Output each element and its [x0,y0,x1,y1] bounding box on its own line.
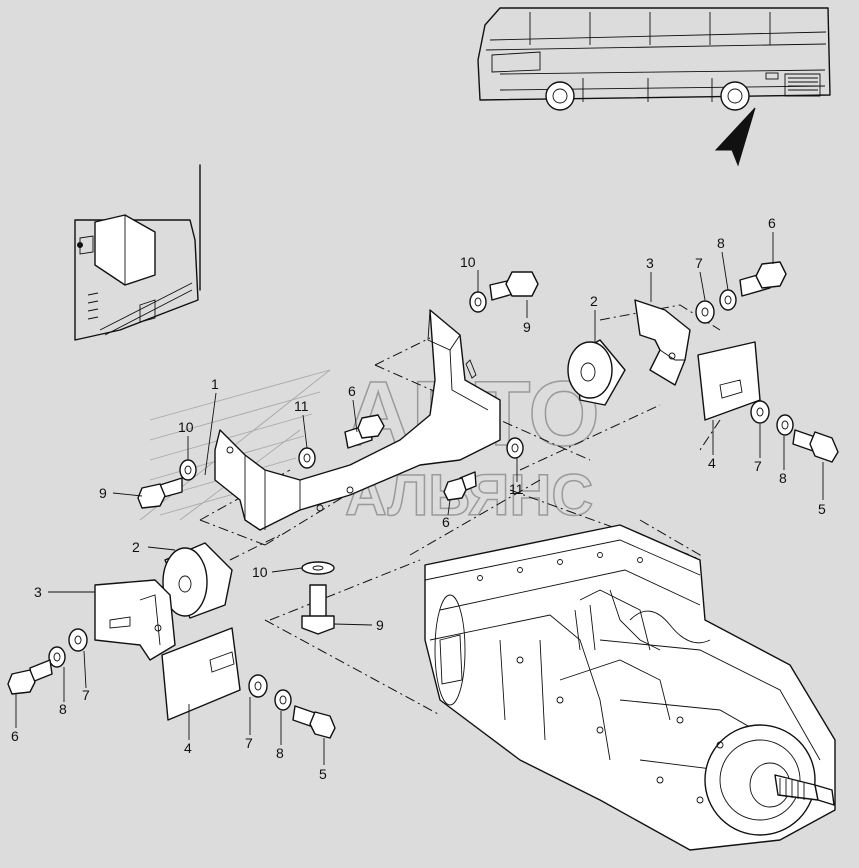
callout-c10-top: 10 [460,254,476,270]
callout-c4-bottom: 4 [184,740,192,756]
bolt-left-6 [7,659,53,695]
callout-c8-bottom: 8 [59,701,67,717]
bolt-bottom-5 [292,705,336,739]
washer-right-7 [750,400,770,424]
callout-c3-left: 3 [34,584,42,600]
washer-center-10 [301,561,335,575]
washer-left-11 [298,447,316,469]
callout-c8-bottom-mid: 8 [276,745,284,761]
callout-c6-center: 6 [442,514,450,530]
callout-c6-bottom: 6 [11,728,19,744]
washer-mid-11 [506,437,524,459]
gearbox-assembly [424,524,836,851]
callout-c9-left: 9 [99,485,107,501]
rubber-mount-top-2 [567,339,626,406]
leader-lines [15,232,824,765]
bracket-top-3 [634,299,691,386]
location-arrow-icon [714,107,756,167]
bracket-part-1 [214,309,501,531]
plate-top-4 [697,341,761,421]
inset-detail [74,164,201,341]
washer-top-8 [719,289,737,311]
callout-c7-bottom: 7 [245,735,253,751]
callout-c8-right: 8 [779,470,787,486]
bus-illustration [477,7,831,111]
callout-c3-top: 3 [646,255,654,271]
callout-c2-top: 2 [590,293,598,309]
bolt-left-9 [137,477,183,509]
callout-c4-right: 4 [708,455,716,471]
callout-c1: 1 [211,376,219,392]
callout-c10-center: 10 [252,564,268,580]
callout-c9-top: 9 [523,319,531,335]
bolt-center-6 [443,471,477,501]
callout-c7-bottom-left: 7 [82,687,90,703]
bolt-mid-6 [344,414,385,449]
washer-bottom-8 [274,689,292,711]
washer-left-10 [179,459,197,481]
callout-c6-mid: 6 [348,383,356,399]
bolt-top-6 [739,261,787,297]
bolt-center-9 [301,584,335,635]
rubber-mount-left-2 [162,542,233,619]
washer-top-7 [695,300,715,324]
callout-c5-right: 5 [818,501,826,517]
callout-c8-top: 8 [717,235,725,251]
callout-c10-left: 10 [178,419,194,435]
callout-c11-left: 11 [294,398,309,414]
callout-c9-center: 9 [376,617,384,633]
bracket-left-3 [94,579,176,661]
callout-c7-top: 7 [695,255,703,271]
washer-left-7 [68,628,88,652]
callout-c2-left: 2 [132,539,140,555]
callout-c11-mid: 11 [509,481,524,497]
bolt-right-5 [792,429,839,463]
washer-bottom-7 [248,674,268,698]
callout-labels: 10 9 3 2 7 8 6 4 7 8 5 1 10 11 6 9 11 6 … [11,215,826,782]
plate-bottom-4 [161,627,241,721]
washer-right-8 [776,414,794,436]
washer-left-8 [48,646,66,668]
bolt-top-9 [489,271,539,301]
callout-c5-bottom: 5 [319,766,327,782]
callout-c7-right: 7 [754,458,762,474]
callout-c6-top: 6 [768,215,776,231]
washer-top-10 [469,291,487,313]
